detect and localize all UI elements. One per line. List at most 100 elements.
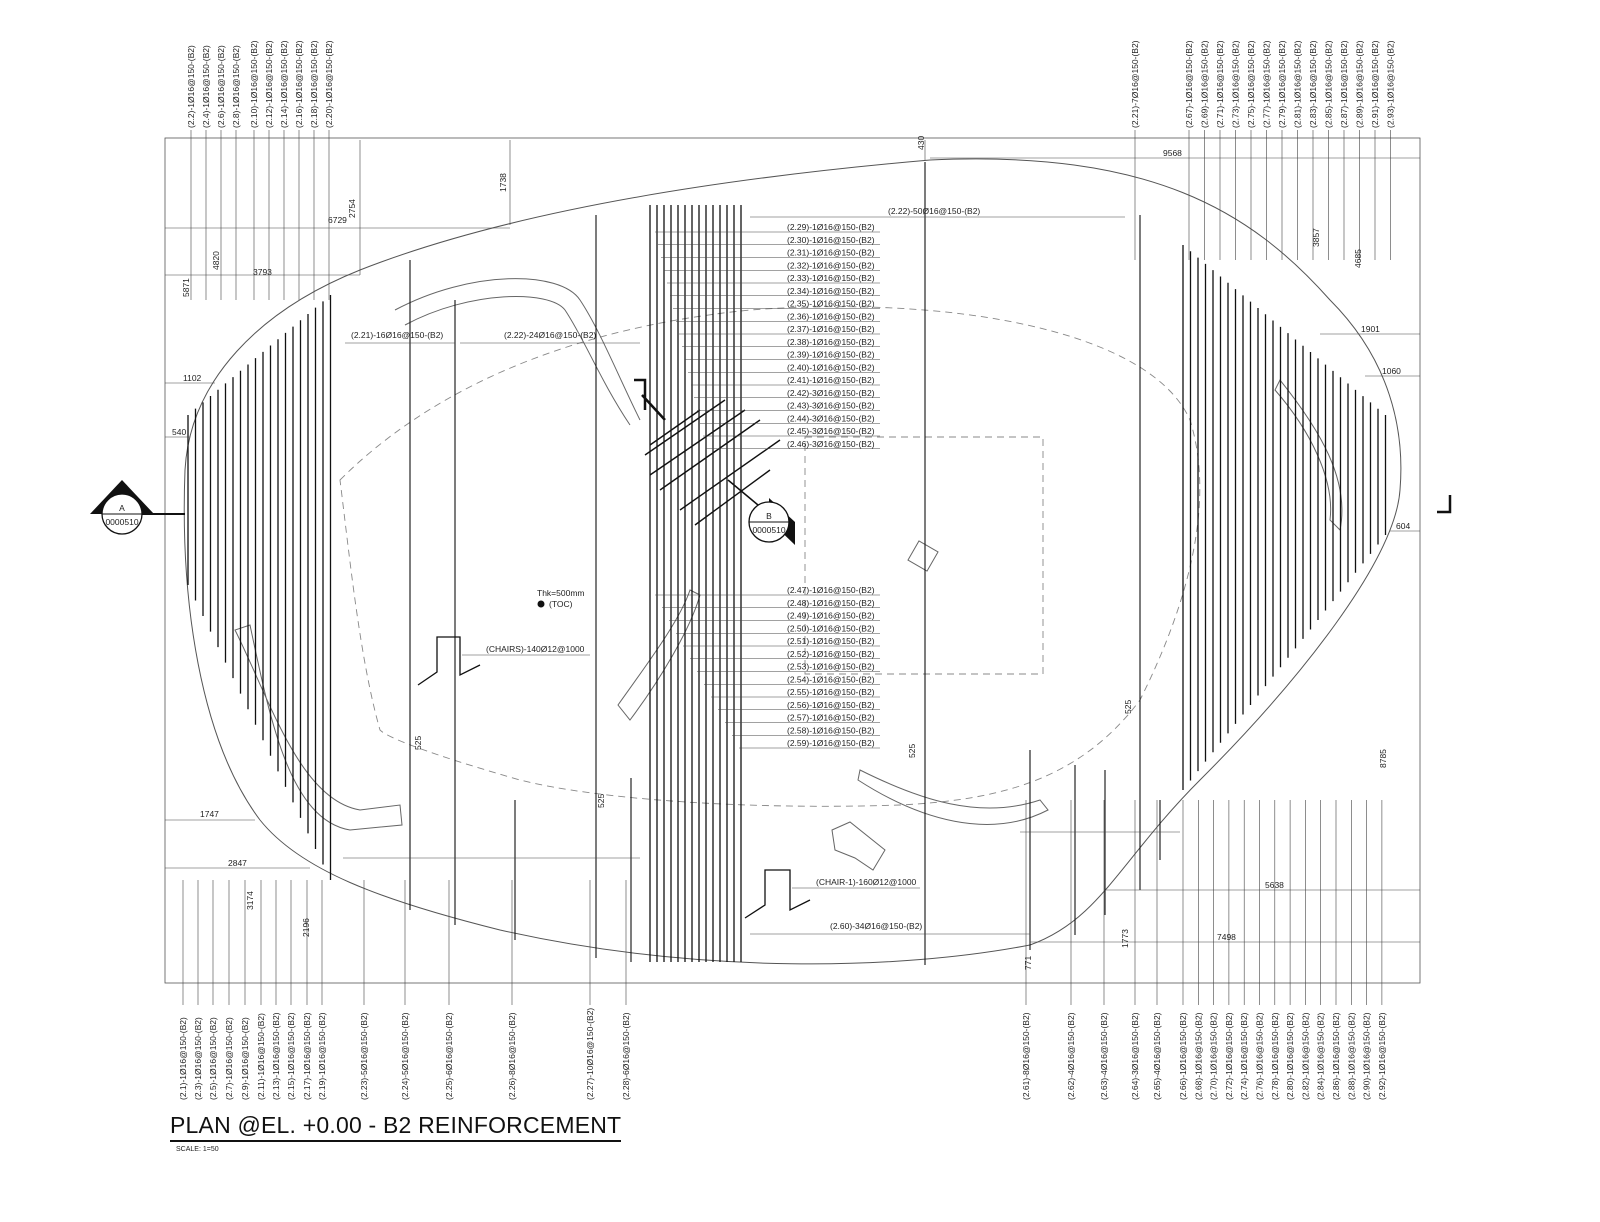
top-bar-label: (2.69)-1Ø16@150-(B2)	[1200, 40, 1210, 128]
bottom-bar-label: (2.25)-6Ø16@150-(B2)	[444, 1012, 454, 1100]
stack-bar-label: (2.30)-1Ø16@150-(B2)	[787, 235, 875, 245]
stack-bar-label: (2.52)-1Ø16@150-(B2)	[787, 649, 875, 659]
bottom-bar-label: (2.17)-1Ø16@150-(B2)	[302, 1012, 312, 1100]
dimension-value: 525	[596, 794, 606, 808]
dimension-value: 1901	[1361, 324, 1380, 334]
bottom-bar-label: (2.80)-1Ø16@150-(B2)	[1285, 1012, 1295, 1100]
dimension-value: 1060	[1382, 366, 1401, 376]
top-bar-label: (2.75)-1Ø16@150-(B2)	[1246, 40, 1256, 128]
top-bar-label: (2.71)-1Ø16@150-(B2)	[1215, 40, 1225, 128]
bottom-bar-label: (2.5)-1Ø16@150-(B2)	[208, 1017, 218, 1100]
dimension-value: 525	[413, 736, 423, 750]
section-marker-a: A 0000510	[90, 480, 154, 535]
bottom-bar-label: (2.82)-1Ø16@150-(B2)	[1300, 1012, 1310, 1100]
stack-bar-label: (2.33)-1Ø16@150-(B2)	[787, 273, 875, 283]
dimension-value: 525	[1123, 700, 1133, 714]
stack-bar-label: (2.44)-3Ø16@150-(B2)	[787, 413, 875, 423]
top-bar-label: (2.73)-1Ø16@150-(B2)	[1231, 40, 1241, 128]
annotations: (2.22)-50Ø16@150-(B2)(2.21)-16Ø16@150-(B…	[351, 206, 980, 931]
annotation-thickness: Thk=500mm	[537, 588, 584, 598]
top-bar-label: (2.91)-1Ø16@150-(B2)	[1370, 40, 1380, 128]
stack-bar-label: (2.29)-1Ø16@150-(B2)	[787, 222, 875, 232]
bottom-bar-label: (2.24)-5Ø16@150-(B2)	[400, 1012, 410, 1100]
bottom-bar-label: (2.65)-4Ø16@150-(B2)	[1152, 1012, 1162, 1100]
stack-bar-label: (2.56)-1Ø16@150-(B2)	[787, 700, 875, 710]
bottom-bar-label: (2.84)-1Ø16@150-(B2)	[1316, 1012, 1326, 1100]
drawing-scale: SCALE: 1=50	[176, 1146, 219, 1153]
stack-bar-label: (2.36)-1Ø16@150-(B2)	[787, 311, 875, 321]
block-outline	[907, 540, 939, 572]
top-bar-label: (2.14)-1Ø16@150-(B2)	[279, 40, 289, 128]
stack-bar-label: (2.47)-1Ø16@150-(B2)	[787, 585, 875, 595]
dimension-value: 5871	[181, 278, 191, 297]
dimension-value: 3793	[253, 267, 272, 277]
rebar-labels: (2.2)-1Ø16@150-(B2)(2.4)-1Ø16@150-(B2)(2…	[178, 40, 1396, 1100]
bottom-bar-label: (2.3)-1Ø16@150-(B2)	[193, 1017, 203, 1100]
dimension-value: 4685	[1353, 249, 1363, 268]
top-bar-label: (2.12)-1Ø16@150-(B2)	[264, 40, 274, 128]
bottom-bar-label: (2.19)-1Ø16@150-(B2)	[317, 1012, 327, 1100]
slab-outline	[183, 158, 1402, 965]
dimension-value: 1738	[498, 173, 508, 192]
bottom-bar-label: (2.13)-1Ø16@150-(B2)	[271, 1012, 281, 1100]
dimension-value: 4820	[211, 251, 221, 270]
annotation-bar-2-22-24: (2.22)-24Ø16@150-(B2)	[504, 330, 596, 340]
top-bar-label: (2.10)-1Ø16@150-(B2)	[249, 40, 259, 128]
stack-bar-label: (2.43)-3Ø16@150-(B2)	[787, 401, 875, 411]
bottom-bar-label: (2.66)-1Ø16@150-(B2)	[1178, 1012, 1188, 1100]
section-cut-b	[634, 378, 666, 421]
dimension-value: 604	[1396, 521, 1410, 531]
top-bar-label: (2.83)-1Ø16@150-(B2)	[1308, 40, 1318, 128]
chair-symbol-1	[417, 636, 481, 686]
section-marker-b: B 0000510	[727, 479, 795, 545]
dimension-value: 8785	[1378, 749, 1388, 768]
section-ref-b: 0000510	[752, 525, 785, 535]
stack-bar-label: (2.53)-1Ø16@150-(B2)	[787, 662, 875, 672]
bottom-bar-label: (2.72)-1Ø16@150-(B2)	[1224, 1012, 1234, 1100]
annotation-chairs: (CHAIRS)-140Ø12@1000	[486, 644, 585, 654]
bottom-bar-label: (2.86)-1Ø16@150-(B2)	[1331, 1012, 1341, 1100]
bottom-bar-label: (2.26)-8Ø16@150-(B2)	[507, 1012, 517, 1100]
bottom-bar-label: (2.9)-1Ø16@150-(B2)	[240, 1017, 250, 1100]
dimension-value: 6729	[328, 215, 347, 225]
seating-curve-center	[617, 589, 701, 721]
stack-bar-label: (2.38)-1Ø16@150-(B2)	[787, 337, 875, 347]
section-cut-right	[1437, 495, 1452, 514]
bottom-bar-label: (2.88)-1Ø16@150-(B2)	[1346, 1012, 1356, 1100]
drawing-frame	[164, 137, 1421, 984]
top-bar-label: (2.4)-1Ø16@150-(B2)	[201, 45, 211, 128]
stack-bar-label: (2.35)-1Ø16@150-(B2)	[787, 299, 875, 309]
stack-bar-label: (2.37)-1Ø16@150-(B2)	[787, 324, 875, 334]
dimension-value: 2196	[301, 918, 311, 937]
section-letter-a: A	[119, 503, 125, 513]
dimension-labels: 4309568173827546729482037935871385746851…	[172, 136, 1410, 970]
block-outline-2	[831, 821, 886, 871]
section-letter-b: B	[766, 511, 772, 521]
bottom-bar-label: (2.92)-1Ø16@150-(B2)	[1377, 1012, 1387, 1100]
level-marker-icon	[537, 600, 545, 608]
dimension-value: 540	[172, 427, 186, 437]
opening-outline-dashed	[339, 306, 1201, 807]
stack-bar-label: (2.34)-1Ø16@150-(B2)	[787, 286, 875, 296]
bottom-bar-label: (2.76)-1Ø16@150-(B2)	[1255, 1012, 1265, 1100]
stack-bar-label: (2.31)-1Ø16@150-(B2)	[787, 248, 875, 258]
seating-curve-right	[857, 379, 1343, 825]
seating-curve-left	[234, 624, 403, 831]
top-bar-label: (2.77)-1Ø16@150-(B2)	[1262, 40, 1272, 128]
top-bar-label: (2.85)-1Ø16@150-(B2)	[1324, 40, 1334, 128]
chair-symbol-2	[744, 869, 811, 919]
stack-bar-label: (2.54)-1Ø16@150-(B2)	[787, 674, 875, 684]
stack-bar-label: (2.50)-1Ø16@150-(B2)	[787, 623, 875, 633]
stack-bar-label: (2.42)-3Ø16@150-(B2)	[787, 388, 875, 398]
bottom-bar-label: (2.15)-1Ø16@150-(B2)	[286, 1012, 296, 1100]
dimension-value: 430	[916, 136, 926, 150]
dimension-value: 5638	[1265, 880, 1284, 890]
stack-bar-label: (2.41)-1Ø16@150-(B2)	[787, 375, 875, 385]
dimension-value: 1102	[183, 373, 202, 383]
top-bar-label: (2.89)-1Ø16@150-(B2)	[1355, 40, 1365, 128]
top-bar-label: (2.93)-1Ø16@150-(B2)	[1386, 40, 1396, 128]
stack-bar-label: (2.51)-1Ø16@150-(B2)	[787, 636, 875, 646]
stack-bar-label: (2.39)-1Ø16@150-(B2)	[787, 350, 875, 360]
dimension-value: 9568	[1163, 148, 1182, 158]
seating-curve-top	[394, 278, 641, 426]
